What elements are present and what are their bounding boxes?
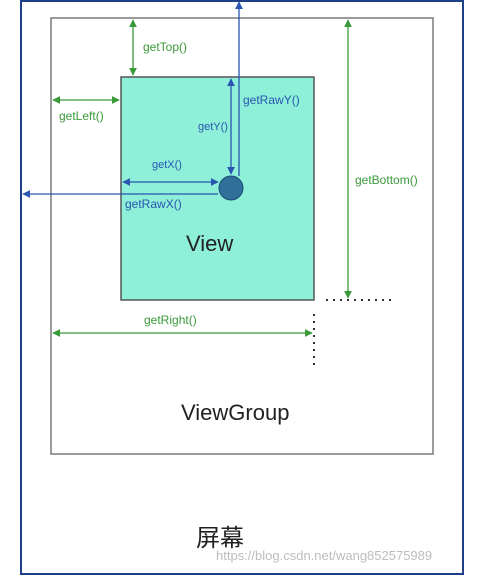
view-label: View [186, 231, 233, 256]
get-raw-y-label: getRawY() [243, 93, 300, 107]
viewgroup-label: ViewGroup [181, 400, 289, 425]
get-raw-x-label: getRawX() [125, 197, 182, 211]
get-x-label: getX() [152, 159, 182, 171]
touch-point [218, 175, 244, 201]
get-y-label: getY() [198, 121, 228, 133]
view-box [120, 76, 315, 301]
get-top-label: getTop() [143, 40, 187, 54]
watermark: https://blog.csdn.net/wang852575989 [216, 548, 432, 563]
get-bottom-label: getBottom() [355, 173, 418, 187]
screen-label: 屏幕 [196, 525, 244, 552]
get-right-label: getRight() [144, 313, 197, 327]
get-left-label: getLeft() [59, 109, 104, 123]
